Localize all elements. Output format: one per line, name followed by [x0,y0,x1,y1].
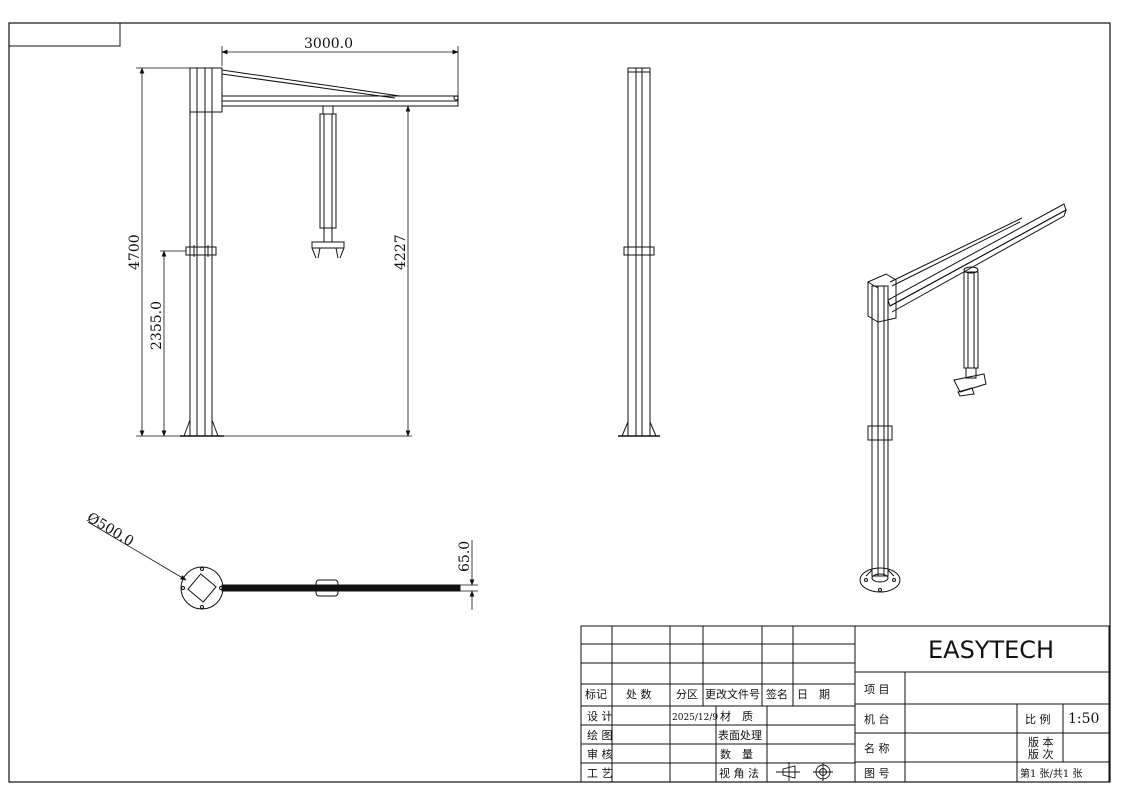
scale-value: 1:50 [1068,711,1099,727]
side-view [618,67,660,437]
process-label: 工 艺 [587,767,613,780]
top-view [87,521,478,610]
surface-label: 表面处理 [718,728,762,742]
dim-total-height: 4700 [127,234,143,270]
front-view [180,67,459,437]
title-block [580,625,1110,783]
projection-symbol-icon [776,762,833,781]
isometric-view [859,203,1067,593]
name-label: 名 称 [864,741,890,755]
dim-base-diameter: Ø500.0 [84,510,136,550]
version-label-1: 版 本 [1028,735,1054,749]
rev-header-zone: 分区 [676,688,698,701]
project-label: 项 目 [864,683,890,696]
design-date: 2025/12/9 [672,713,718,723]
view-method-label: 视 角 法 [719,766,759,780]
scale-label: 比 例 [1025,712,1051,726]
rev-header-count: 处 数 [626,688,652,701]
corner-box [8,22,121,47]
company-name: EASYTECH [928,636,1054,664]
sheet-count: 第1 张/共1 张 [1020,767,1082,780]
rev-header-sign: 签名 [766,687,788,701]
sheet-border [8,22,1111,783]
front-view-dimensions [136,46,459,437]
quantity-label: 数 量 [720,748,753,761]
rev-header-date: 日 期 [797,688,830,701]
rev-header-doc: 更改文件号 [705,687,760,701]
design-label: 设 计 [587,710,613,723]
machine-label: 机 台 [864,712,890,726]
review-label: 审 核 [587,747,613,761]
version-label-2: 版 次 [1028,747,1054,761]
rev-header-mark: 标记 [585,687,607,701]
dim-arm-length: 3000.0 [304,36,353,52]
dim-lower-height: 2355.0 [149,301,165,350]
dim-arm-width: 65.0 [457,541,473,572]
dim-hook-height: 4227 [393,234,409,270]
number-label: 图 号 [864,767,890,780]
material-label: 材 质 [720,709,753,723]
draw-label: 绘 图 [587,728,613,742]
